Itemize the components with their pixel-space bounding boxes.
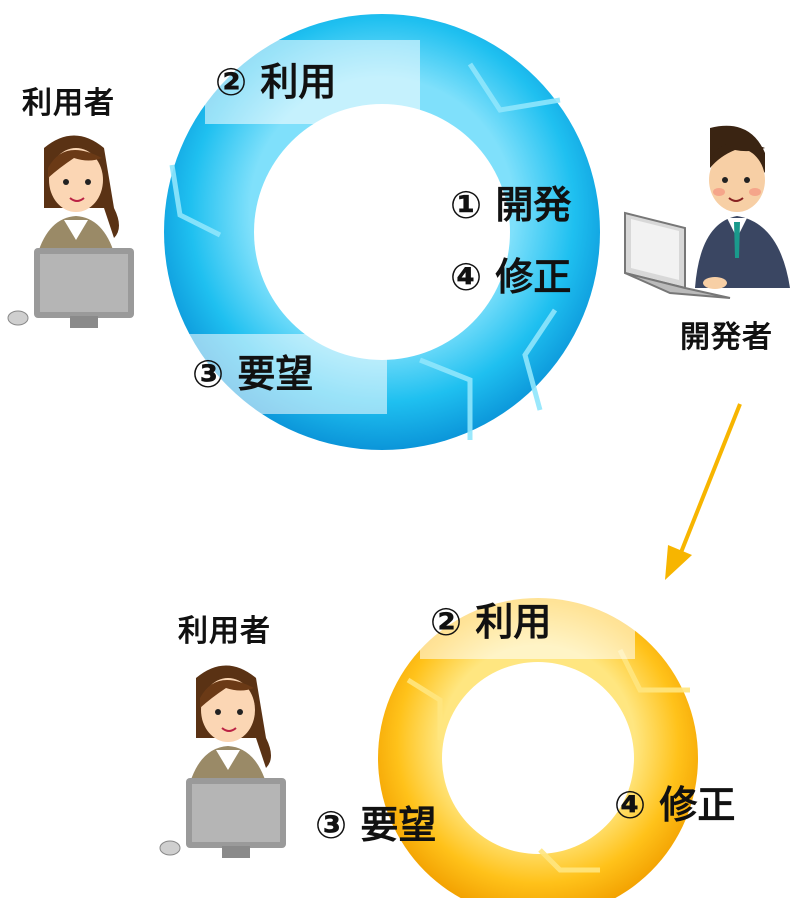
bottom-user-label: 利用者 xyxy=(178,614,271,649)
developer-label: 開発者 xyxy=(680,320,773,355)
female-user-at-computer-icon xyxy=(159,665,286,858)
bottom-step-use: ② 利用 xyxy=(420,585,635,659)
male-developer-at-laptop-icon xyxy=(624,125,790,299)
female-user-at-computer-icon xyxy=(7,135,134,328)
top-step-fix: ④ 修正 xyxy=(450,255,572,299)
bottom-step-fix: ④ 修正 xyxy=(614,783,736,827)
top-step-use: ② 利用 xyxy=(205,40,420,124)
top-user-label: 利用者 xyxy=(22,86,115,121)
top-step-request: ③ 要望 xyxy=(182,334,387,414)
top-step-develop: ① 開発 xyxy=(450,183,572,227)
bottom-step-request: ③ 要望 xyxy=(315,803,437,847)
